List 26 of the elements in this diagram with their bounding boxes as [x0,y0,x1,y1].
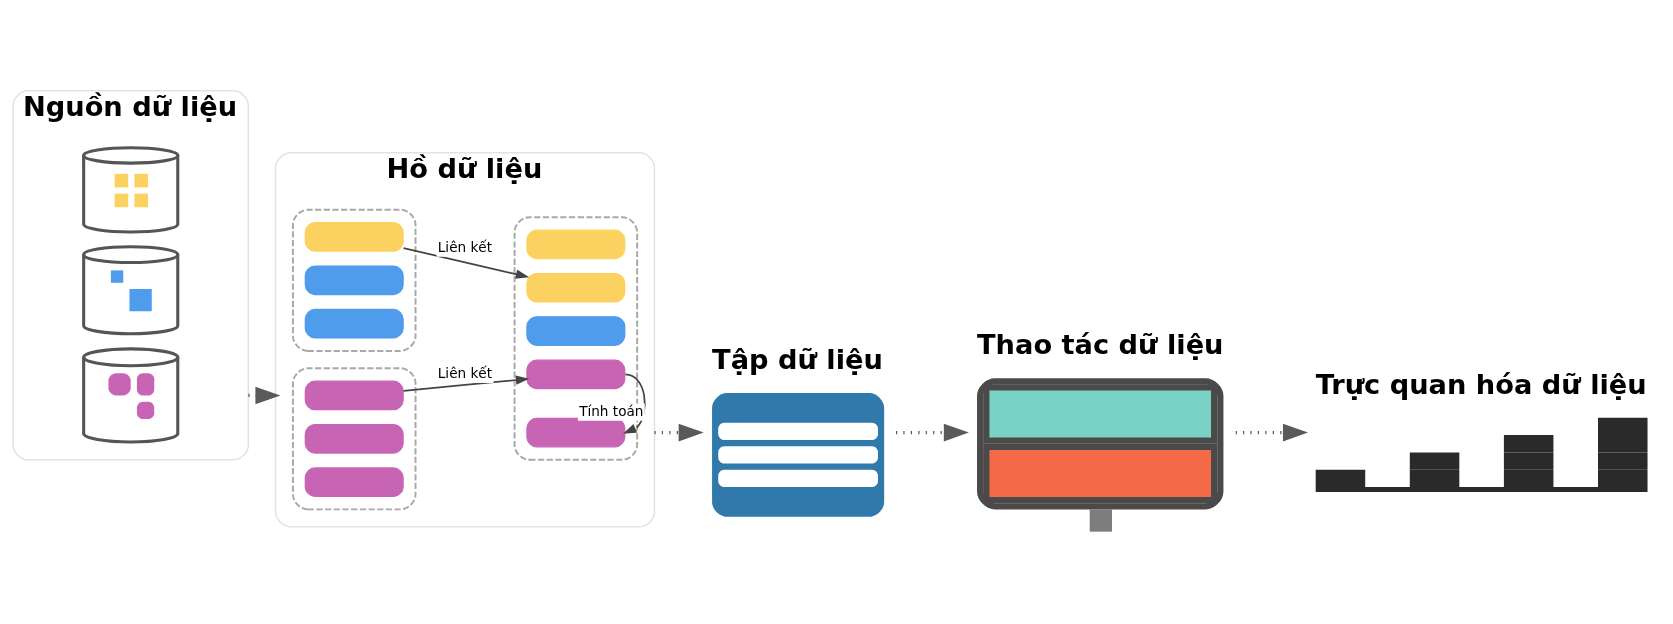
node-box [526,315,626,346]
edge-label: Liên kết [437,238,493,255]
arrow [896,423,969,441]
cluster [291,366,417,510]
node-label: Thao tác dữ liệu [977,328,1224,360]
node-box [304,221,404,252]
node-label: Tập dữ liệu [712,343,883,375]
edge-label: Liên kết [437,364,493,381]
node-box [304,264,404,295]
node-box [526,417,626,447]
arrow [402,374,530,392]
cluster: Nguồn dữ liệu [12,89,250,461]
node-box [526,359,626,389]
node-box [526,272,626,303]
arrow [402,246,530,279]
node-box [304,380,404,410]
node-box [712,392,885,517]
arrow [654,423,704,441]
edge-label: Tính toán [579,402,644,419]
cluster [291,208,417,352]
node-box [304,423,404,454]
node-box [526,229,626,259]
arrow [1235,423,1308,441]
node-label: Trực quan hóa dữ liệu [1315,368,1647,400]
node-box [304,466,404,497]
node-box [304,308,404,338]
